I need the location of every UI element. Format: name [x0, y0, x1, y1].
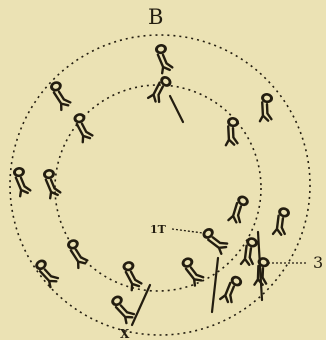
label-x: X — [120, 327, 130, 340]
label-b: B — [148, 5, 163, 29]
label-1t: 1T — [150, 223, 167, 236]
label-3: 3 — [313, 253, 323, 272]
